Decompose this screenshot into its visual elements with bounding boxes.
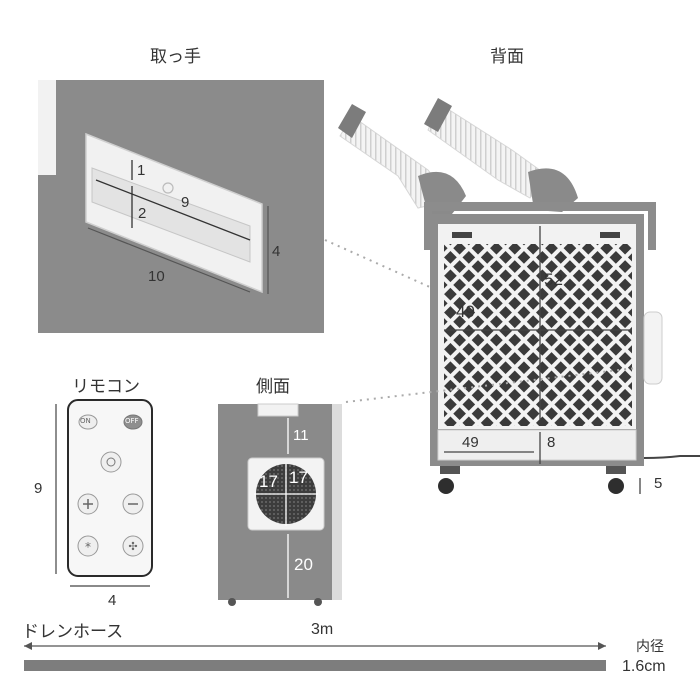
handle-title: 取っ手: [150, 47, 201, 67]
caster-left: [438, 466, 460, 494]
timer-icon: [100, 451, 122, 473]
side-dim-17b: 17: [289, 468, 308, 487]
hose-diameter: 1.6cm: [622, 658, 666, 675]
drain-hose: [24, 660, 606, 671]
handle-dim-1: 1: [137, 162, 146, 179]
remote-dim-4: 4: [108, 592, 117, 609]
handle-dim-10: 10: [148, 268, 165, 285]
side-handle: [257, 403, 299, 417]
drain-tray: [437, 429, 637, 461]
handle-dim-9: 9: [181, 194, 190, 211]
snow-icon: [77, 535, 99, 557]
tray-dim-8: 8: [547, 434, 556, 451]
svg-text:*: *: [85, 540, 91, 554]
duct-right: [424, 98, 578, 212]
tray-dim-49: 49: [462, 434, 479, 451]
off-button: OFF: [125, 417, 139, 425]
hose-diameter-label: 内径: [636, 638, 664, 654]
caster-dim-5: 5: [654, 475, 663, 492]
grille: [444, 244, 632, 426]
side-title: 側面: [256, 377, 290, 397]
side-dim-20: 20: [294, 555, 313, 574]
side-dim-17a: 17: [259, 472, 278, 491]
side-dim-11: 11: [293, 427, 309, 444]
caster-right: [606, 466, 626, 494]
back-dim-49: 49: [456, 302, 475, 321]
hose-length: 3m: [311, 621, 334, 638]
back-title: 背面: [490, 47, 524, 67]
on-button: ON: [80, 417, 91, 425]
fan-icon: [122, 535, 144, 557]
drain-hose-title: ドレンホース: [22, 622, 124, 642]
back-dim-52: 52: [544, 270, 563, 289]
remote-body: [67, 399, 153, 577]
remote-dim-9: 9: [34, 480, 43, 497]
handle-dim-2: 2: [138, 205, 147, 222]
svg-text:✣: ✣: [128, 540, 137, 553]
handle-dim-4: 4: [272, 243, 281, 260]
label-sticker: [38, 80, 56, 175]
remote-title: リモコン: [72, 377, 140, 397]
